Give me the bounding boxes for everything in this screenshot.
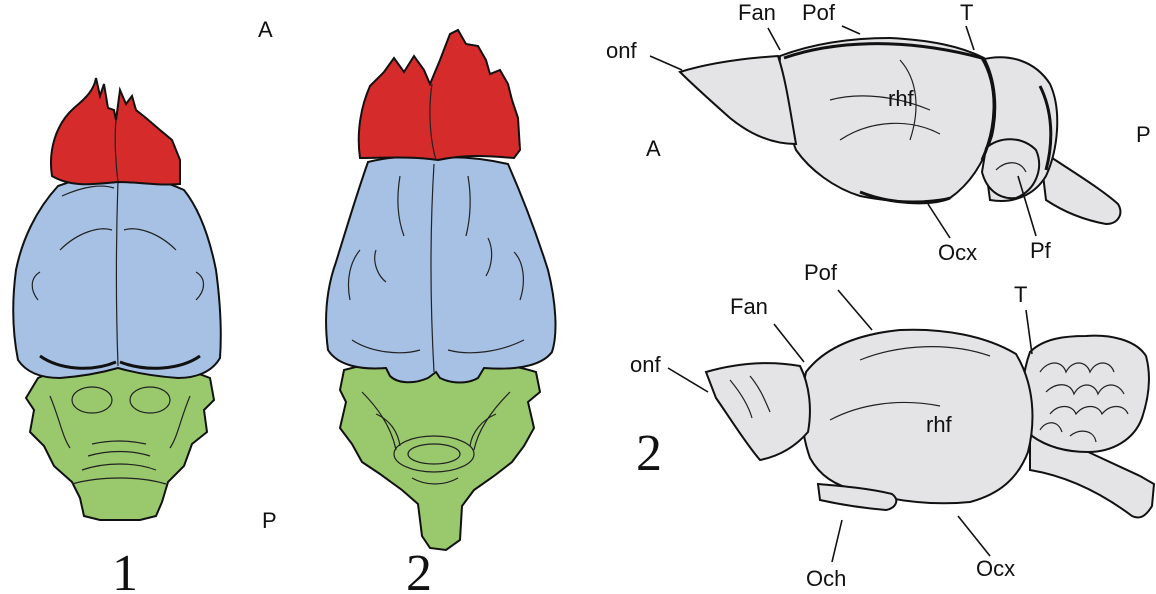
label-top-ocx: Ocx: [938, 240, 977, 265]
leader-bottom-t: [1026, 310, 1032, 354]
lateral-bottom-olfactory-bulb: [706, 363, 810, 460]
label-bottom-rhf: rhf: [926, 412, 953, 437]
lateral-brain-top: [680, 38, 1120, 224]
leader-bottom-ocx: [958, 516, 990, 556]
dorsal-brain-2: [326, 30, 555, 550]
orientation-anterior-lateral: A: [646, 136, 661, 161]
leader-top-ocx: [928, 204, 950, 238]
label-top-pof: Pof: [802, 0, 836, 25]
leader-bottom-fan: [774, 324, 804, 362]
label-top-fan: Fan: [738, 0, 776, 25]
figure-number-2-lateral: 2: [636, 425, 662, 482]
label-bottom-t: T: [1014, 282, 1027, 307]
orientation-posterior-lateral: P: [1136, 122, 1151, 147]
label-bottom-pof: Pof: [804, 260, 838, 285]
leader-top-fan: [768, 28, 780, 50]
dorsal-2-hindbrain: [340, 361, 540, 550]
label-top-onf: onf: [606, 38, 637, 63]
orientation-posterior-dorsal: P: [262, 508, 277, 533]
label-bottom-och: Och: [806, 566, 846, 591]
label-bottom-onf: onf: [630, 352, 661, 377]
leader-top-t: [966, 26, 974, 50]
dorsal-2-hemispheres: [326, 157, 555, 383]
label-top-pf: Pf: [1030, 238, 1052, 263]
dorsal-1-hindbrain: [26, 358, 214, 520]
dorsal-brain-1: [13, 78, 221, 520]
lateral-top-olfactory-bulb: [680, 56, 796, 144]
lateral-top-cerebrum: [780, 38, 996, 202]
label-top-t: T: [960, 0, 973, 25]
leader-bottom-pof: [838, 290, 872, 330]
figure-number-2-dorsal: 2: [406, 545, 432, 594]
dorsal-2-olfactory-bulbs: [359, 30, 520, 160]
leader-top-pof: [842, 26, 860, 34]
label-bottom-ocx: Ocx: [976, 556, 1015, 581]
leader-bottom-onf: [668, 368, 708, 392]
leader-bottom-och: [832, 520, 842, 562]
label-top-rhf: rhf: [888, 86, 915, 111]
figure-number-1: 1: [112, 545, 138, 594]
orientation-anterior-dorsal: A: [258, 17, 273, 42]
label-bottom-fan: Fan: [730, 294, 768, 319]
lateral-bottom-cerebellum: [1023, 336, 1149, 452]
leader-top-onf: [650, 56, 682, 70]
